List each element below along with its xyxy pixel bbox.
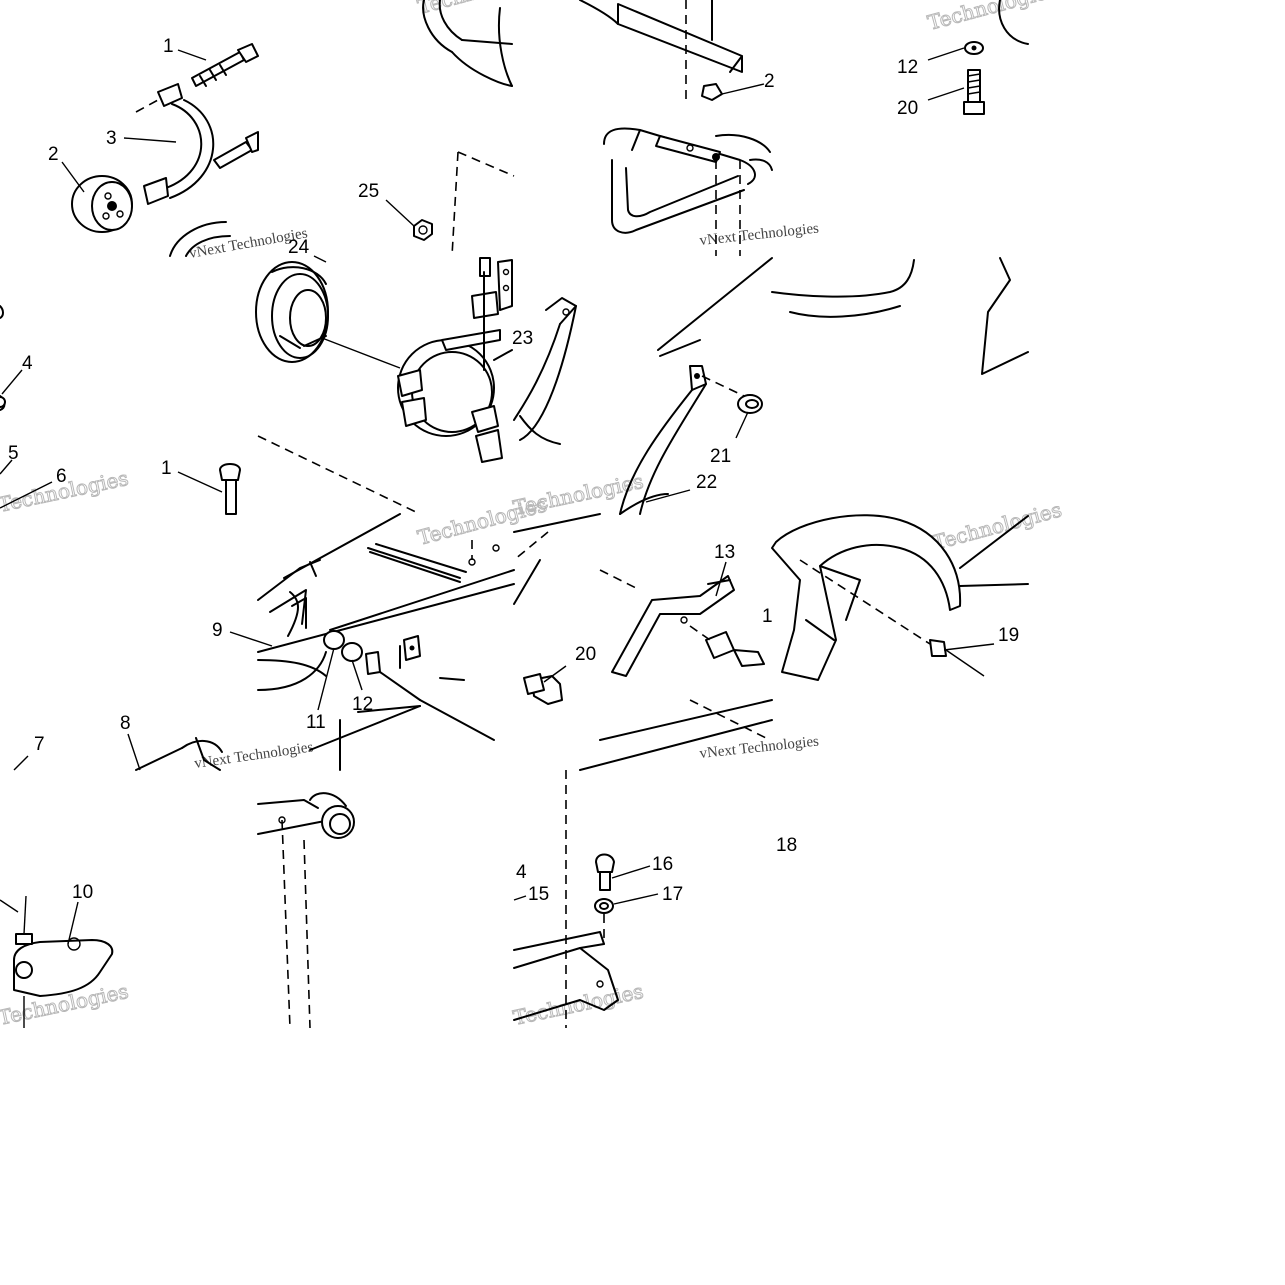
watermark-text: vNext Technologies [699, 734, 820, 762]
callout-label: 13 [714, 542, 735, 563]
watermark-text: Technologies [925, 0, 1059, 35]
callout-label: 4 [516, 862, 527, 883]
callout-label: 12 [897, 57, 918, 78]
callout-label: 21 [710, 446, 731, 467]
main-frame [257, 435, 515, 771]
pulley-upper [413, 0, 515, 257]
callout-label: 1 [163, 36, 174, 57]
handle-bracket [579, 0, 773, 256]
callout-label: 17 [662, 884, 683, 905]
watermark-text: Technologies [511, 979, 645, 1030]
leader-lines [0, 47, 995, 945]
callout-label: 25 [358, 181, 379, 202]
callout-label: 9 [212, 620, 223, 641]
rear-fender [771, 514, 1029, 681]
watermarks: Technologies Technologies vNext Technolo… [0, 0, 1065, 1030]
callout-label: 15 [528, 884, 549, 905]
callout-label: 6 [56, 466, 67, 487]
roller-strap-assembly [71, 43, 259, 257]
watermark-text: vNext Technologies [193, 739, 314, 772]
callout-label: 10 [72, 882, 93, 903]
left-edge-hardware [0, 305, 6, 411]
callout-label: 20 [897, 98, 918, 119]
callout-label: 2 [48, 144, 59, 165]
wheel-clamp [255, 257, 513, 463]
skid-plate [513, 513, 773, 771]
frame-arm [513, 257, 773, 515]
callout-label: 12 [352, 694, 373, 715]
watermark-text: Technologies [415, 0, 549, 19]
left-hardware-row3 [135, 737, 223, 771]
rear-handle [771, 257, 1029, 375]
tube-end [257, 792, 355, 1029]
callout-label: 19 [998, 625, 1019, 646]
callout-label: 8 [120, 713, 131, 734]
bolt-vertical [219, 463, 241, 515]
callout-label: 23 [512, 328, 533, 349]
callout-label: 22 [696, 472, 717, 493]
callout-label: 1 [161, 458, 172, 479]
callout-label: 20 [575, 644, 596, 665]
callout-label: 18 [776, 835, 797, 856]
callout-label: 16 [652, 854, 673, 875]
watermark-text: vNext Technologies [699, 221, 820, 249]
callout-labels: 1 3 2 25 24 2 12 20 4 5 6 1 23 21 22 9 1… [8, 36, 1019, 905]
callout-label: 24 [288, 237, 310, 258]
callout-label: 3 [106, 128, 117, 149]
callout-label: 5 [8, 443, 19, 464]
watermark-text: Technologies [930, 497, 1064, 554]
callout-label: 2 [764, 71, 775, 92]
side-rail [513, 770, 619, 1028]
mount-plate [13, 895, 114, 1028]
callout-label: 4 [22, 353, 33, 374]
callout-label: 11 [306, 712, 326, 733]
washer-bolt-top [963, 0, 1029, 115]
callout-label: 7 [34, 734, 45, 755]
callout-label: 1 [762, 606, 773, 627]
